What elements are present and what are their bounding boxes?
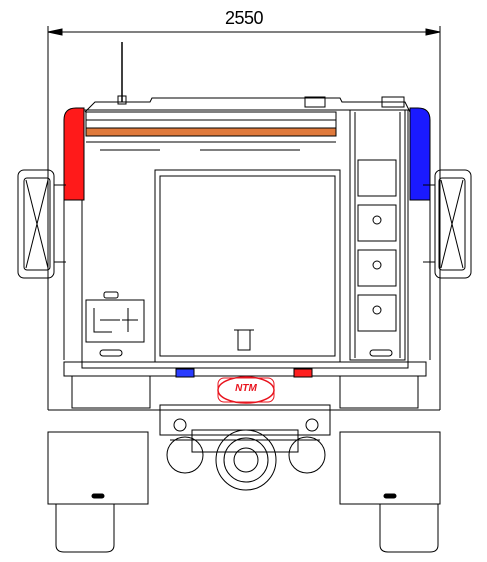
ladder: [349, 109, 406, 361]
mud-flap-left: [47, 431, 149, 505]
left-panel: [85, 291, 145, 357]
wheel-left: [55, 504, 115, 553]
handle-icon: [234, 329, 254, 351]
width-dimension: [47, 26, 441, 120]
wheel-right: [379, 504, 439, 553]
mud-flap-right: [339, 431, 441, 505]
left-beacon: [63, 107, 85, 201]
towing-eye-icon: [215, 429, 277, 491]
body-outline: [81, 109, 409, 369]
rear-door: [154, 169, 341, 363]
rear-axle: [159, 404, 331, 453]
logo-text: NTM: [235, 383, 257, 394]
logo-badge: [217, 376, 275, 404]
bumper: [48, 361, 440, 411]
roof: [84, 97, 411, 113]
antenna-icon: [117, 42, 127, 105]
mirror-left-icon: [17, 169, 66, 279]
dimension-label: 2550: [224, 8, 264, 28]
tail-light-red: [293, 368, 313, 378]
mirror-right-icon: [423, 169, 472, 279]
tail-light-blue: [175, 368, 195, 378]
roller-shutter: [85, 111, 337, 151]
right-beacon: [409, 107, 431, 201]
